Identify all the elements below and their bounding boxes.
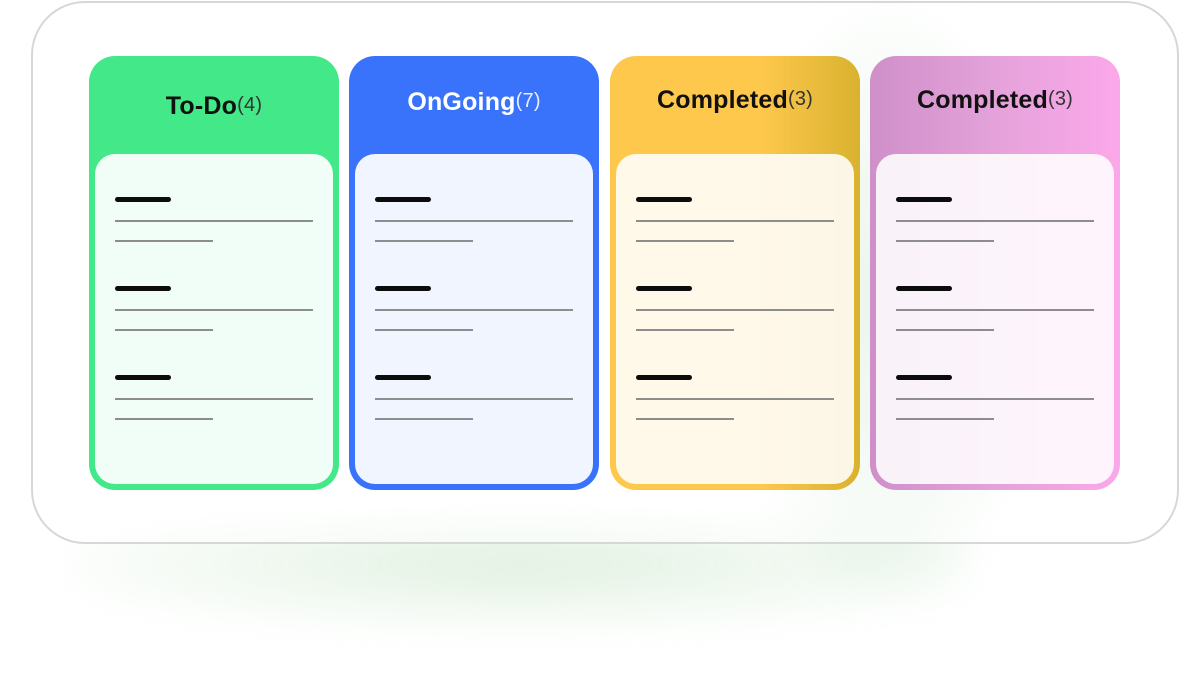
column-header-completed: Completed(3)	[870, 86, 1120, 115]
column-card	[355, 154, 593, 484]
column-title: Completed	[916, 86, 1048, 114]
task-text-placeholder	[375, 329, 473, 331]
column-card	[876, 154, 1114, 484]
column-count: (3)	[1047, 88, 1074, 110]
column-header-completed: Completed(3)	[610, 86, 860, 115]
column-count: (3)	[787, 88, 814, 110]
task-text-placeholder	[636, 398, 834, 400]
column-completed-yellow[interactable]: Completed(3)	[610, 56, 860, 490]
task-title-placeholder	[896, 197, 952, 202]
column-title: To-Do	[165, 92, 238, 120]
task-text-placeholder	[636, 240, 734, 242]
column-ongoing[interactable]: OnGoing(7)	[349, 56, 599, 490]
task-text-placeholder	[375, 240, 473, 242]
task-title-placeholder	[636, 197, 692, 202]
task-text-placeholder	[636, 309, 834, 311]
task-title-placeholder	[636, 286, 692, 291]
task-title-placeholder	[115, 375, 171, 380]
task-text-placeholder	[896, 418, 994, 420]
task-title-placeholder	[636, 375, 692, 380]
task-text-placeholder	[115, 220, 313, 222]
task-text-placeholder	[115, 329, 213, 331]
task-item[interactable]	[636, 286, 836, 356]
column-todo[interactable]: To-Do(4)	[89, 56, 339, 490]
task-text-placeholder	[636, 329, 734, 331]
task-text-placeholder	[896, 220, 1094, 222]
column-header-todo: To-Do(4)	[89, 92, 339, 121]
task-text-placeholder	[896, 309, 1094, 311]
column-card	[616, 154, 854, 484]
task-title-placeholder	[375, 375, 431, 380]
task-item[interactable]	[896, 197, 1096, 267]
task-item[interactable]	[115, 286, 315, 356]
task-text-placeholder	[115, 240, 213, 242]
column-title: OnGoing	[407, 88, 516, 116]
task-item[interactable]	[375, 286, 575, 356]
task-text-placeholder	[115, 398, 313, 400]
column-count: (4)	[237, 94, 263, 116]
task-text-placeholder	[375, 220, 573, 222]
task-title-placeholder	[896, 286, 952, 291]
column-count: (7)	[515, 90, 541, 112]
task-item[interactable]	[375, 197, 575, 267]
task-text-placeholder	[636, 220, 834, 222]
task-title-placeholder	[375, 197, 431, 202]
task-text-placeholder	[896, 398, 1094, 400]
column-completed-pink[interactable]: Completed(3)	[870, 56, 1120, 490]
task-item[interactable]	[896, 286, 1096, 356]
task-item[interactable]	[636, 375, 836, 445]
task-text-placeholder	[896, 329, 994, 331]
task-text-placeholder	[375, 398, 573, 400]
task-text-placeholder	[375, 309, 573, 311]
task-title-placeholder	[115, 286, 171, 291]
task-text-placeholder	[636, 418, 734, 420]
task-text-placeholder	[115, 309, 313, 311]
task-title-placeholder	[375, 286, 431, 291]
task-item[interactable]	[636, 197, 836, 267]
column-title: Completed	[656, 86, 788, 114]
task-item[interactable]	[115, 375, 315, 445]
task-text-placeholder	[896, 240, 994, 242]
column-header-ongoing: OnGoing(7)	[349, 88, 599, 117]
task-item[interactable]	[896, 375, 1096, 445]
task-item[interactable]	[115, 197, 315, 267]
column-card	[95, 154, 333, 484]
task-text-placeholder	[115, 418, 213, 420]
task-item[interactable]	[375, 375, 575, 445]
task-text-placeholder	[375, 418, 473, 420]
task-title-placeholder	[115, 197, 171, 202]
task-title-placeholder	[896, 375, 952, 380]
